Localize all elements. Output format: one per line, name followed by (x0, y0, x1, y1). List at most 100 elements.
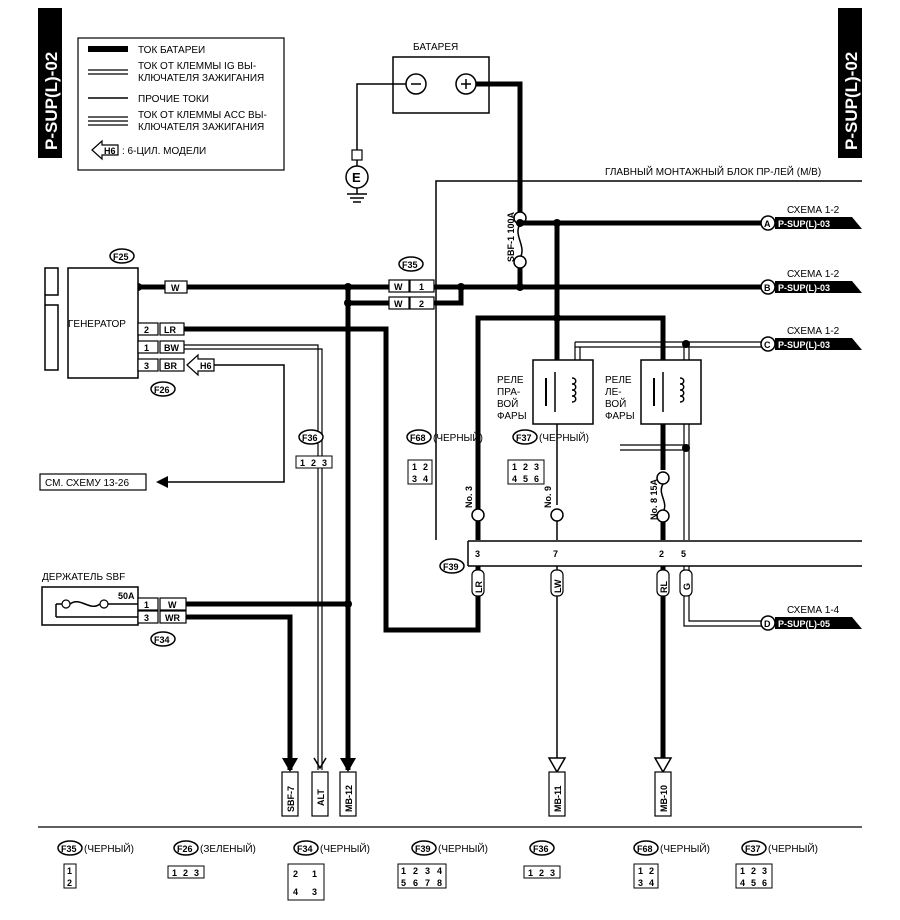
svg-text:F68: F68 (410, 433, 426, 443)
svg-text:3: 3 (638, 878, 643, 888)
connector-f36: F36 1 2 3 (295, 429, 333, 469)
svg-text:8: 8 (437, 878, 442, 888)
svg-text:ТОК ОТ КЛЕММЫ ACC ВЫ-: ТОК ОТ КЛЕММЫ ACC ВЫ- (138, 110, 267, 121)
svg-text:4: 4 (649, 878, 654, 888)
svg-text:No. 8 15A: No. 8 15A (649, 478, 659, 520)
connector-f37: F37 (ЧЕРНЫЙ) 1 2 3 4 5 6 (507, 429, 589, 485)
svg-text:(ЧЕРНЫЙ): (ЧЕРНЫЙ) (539, 431, 589, 444)
svg-text:1: 1 (172, 868, 177, 878)
legend-f37: F37 (ЧЕРНЫЙ) 1 2 3 4 5 6 (735, 840, 818, 889)
svg-text:F35: F35 (61, 844, 77, 854)
legend: ТОК БАТАРЕИ ТОК ОТ КЛЕММЫ IG ВЫ- КЛЮЧАТЕ… (77, 37, 285, 171)
svg-text:F39: F39 (415, 844, 431, 854)
svg-text:1: 1 (638, 866, 643, 876)
svg-text:F26: F26 (154, 385, 170, 395)
svg-text:BR: BR (164, 361, 177, 371)
svg-text:1: 1 (312, 869, 317, 879)
svg-text:G: G (682, 583, 692, 590)
svg-text:РЕЛЕ: РЕЛЕ (605, 375, 632, 386)
svg-text:3: 3 (322, 458, 327, 468)
svg-text:P-SUP(L)-02: P-SUP(L)-02 (42, 52, 61, 150)
svg-text:3: 3 (762, 866, 767, 876)
svg-text:2: 2 (413, 866, 418, 876)
svg-text:1: 1 (419, 282, 424, 292)
svg-text:MB-12: MB-12 (344, 785, 354, 812)
svg-text:(ЧЕРНЫЙ): (ЧЕРНЫЙ) (438, 842, 488, 855)
terminal-mb11: MB-11 (548, 771, 566, 817)
svg-text:No. 9: No. 9 (543, 486, 553, 508)
svg-text:MB-11: MB-11 (553, 785, 563, 812)
svg-text:SBF-1 100A: SBF-1 100A (506, 211, 516, 262)
svg-text:BW: BW (164, 343, 179, 353)
relay-right-headlamp: РЕЛЕ ПРА- ВОЙ ФАРЫ (497, 359, 594, 425)
page-code-left: P-SUP(L)-02 (38, 8, 62, 158)
svg-text:MB-10: MB-10 (659, 785, 669, 812)
svg-text:C: C (764, 340, 771, 350)
svg-text:SBF-7: SBF-7 (286, 786, 296, 812)
svg-text:2: 2 (659, 549, 664, 559)
svg-text:D: D (764, 619, 771, 629)
svg-text:4: 4 (512, 474, 517, 484)
svg-text:2: 2 (293, 869, 298, 879)
svg-text:B: B (764, 283, 771, 293)
svg-text:РЕЛЕ: РЕЛЕ (497, 375, 524, 386)
svg-text:A: A (764, 219, 771, 229)
svg-text:ВОЙ: ВОЙ (497, 397, 518, 410)
svg-text:3: 3 (425, 866, 430, 876)
svg-text:3: 3 (550, 868, 555, 878)
svg-text:1: 1 (412, 462, 417, 472)
svg-text:LR: LR (474, 581, 484, 593)
svg-text:F26: F26 (177, 844, 193, 854)
svg-text:1: 1 (401, 866, 406, 876)
ref-b: СХЕМА 1-2 B P-SUP(L)-03 (760, 269, 862, 295)
svg-text:2: 2 (423, 462, 428, 472)
svg-text:W: W (171, 283, 180, 293)
svg-text:4: 4 (293, 887, 298, 897)
svg-text:ВОЙ: ВОЙ (605, 397, 626, 410)
svg-text:6: 6 (534, 474, 539, 484)
svg-text:ТОК БАТАРЕИ: ТОК БАТАРЕИ (138, 45, 205, 56)
legend-f36: F36 1 2 3 (523, 840, 561, 879)
svg-text:7: 7 (425, 878, 430, 888)
svg-text:5: 5 (523, 474, 528, 484)
svg-text:F36: F36 (533, 844, 549, 854)
svg-text:7: 7 (553, 549, 558, 559)
terminal-mb10: MB-10 (654, 771, 672, 817)
legend-f34: F34 (ЧЕРНЫЙ) 2 1 4 3 (287, 840, 370, 901)
svg-text:P-SUP(L)-03: P-SUP(L)-03 (778, 340, 830, 350)
legend-f26: F26 (ЗЕЛЕНЫЙ) 1 2 3 (167, 840, 256, 879)
svg-text:ГЕНЕРАТОР: ГЕНЕРАТОР (68, 319, 126, 330)
svg-text:F34: F34 (154, 635, 170, 645)
svg-text:ТОК ОТ КЛЕММЫ IG ВЫ-: ТОК ОТ КЛЕММЫ IG ВЫ- (138, 61, 256, 72)
connector-f35: F35 W 1 W 2 (388, 256, 435, 310)
svg-text:6: 6 (413, 878, 418, 888)
ref-a: СХЕМА 1-2 A P-SUP(L)-03 (760, 205, 862, 231)
svg-text:F37: F37 (745, 844, 761, 854)
legend-f39: F39 (ЧЕРНЫЙ) 1 2 3 4 5 6 7 8 (397, 840, 488, 889)
svg-text:: 6-ЦИЛ. МОДЕЛИ: : 6-ЦИЛ. МОДЕЛИ (122, 146, 206, 157)
svg-text:RL: RL (659, 581, 669, 593)
svg-text:6: 6 (762, 878, 767, 888)
svg-text:ФАРЫ: ФАРЫ (605, 411, 635, 422)
terminal-alt: ALT (311, 771, 329, 817)
svg-text:СХЕМА 1-2: СХЕМА 1-2 (787, 269, 840, 280)
svg-text:3: 3 (194, 868, 199, 878)
svg-text:H6: H6 (104, 146, 116, 156)
svg-text:4: 4 (437, 866, 442, 876)
svg-text:(ЧЕРНЫЙ): (ЧЕРНЫЙ) (320, 842, 370, 855)
svg-text:(ЧЕРНЫЙ): (ЧЕРНЫЙ) (660, 842, 710, 855)
svg-text:(ЧЕРНЫЙ): (ЧЕРНЫЙ) (768, 842, 818, 855)
svg-text:F37: F37 (516, 433, 532, 443)
svg-text:СХЕМА 1-2: СХЕМА 1-2 (787, 205, 840, 216)
svg-text:ALT: ALT (316, 789, 326, 806)
svg-text:2: 2 (649, 866, 654, 876)
svg-text:W: W (168, 600, 177, 610)
svg-text:P-SUP(L)-02: P-SUP(L)-02 (842, 52, 861, 150)
svg-text:КЛЮЧАТЕЛЯ ЗАЖИГАНИЯ: КЛЮЧАТЕЛЯ ЗАЖИГАНИЯ (138, 73, 264, 84)
svg-text:2: 2 (144, 325, 149, 335)
svg-text:1: 1 (144, 600, 149, 610)
svg-text:(ЗЕЛЕНЫЙ): (ЗЕЛЕНЫЙ) (200, 842, 256, 855)
svg-text:БАТАРЕЯ: БАТАРЕЯ (413, 42, 458, 53)
svg-text:4: 4 (740, 878, 745, 888)
svg-text:E: E (352, 170, 361, 185)
